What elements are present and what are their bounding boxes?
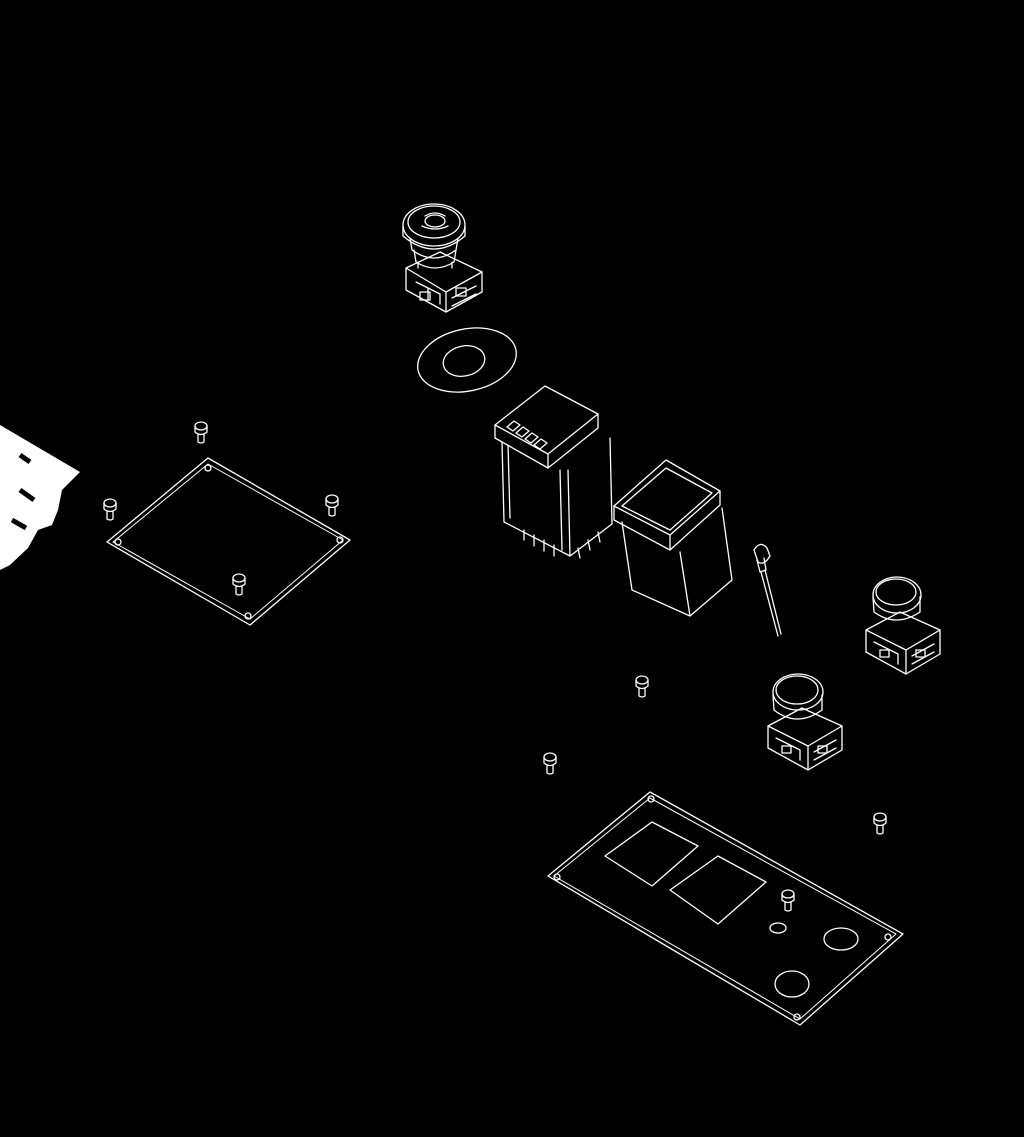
control-panel-plate [547, 791, 904, 1026]
partial-housing [0, 425, 80, 570]
screw [543, 752, 557, 775]
screw [232, 573, 246, 596]
push-button [767, 673, 843, 771]
screw [781, 889, 795, 912]
screw [325, 494, 339, 517]
screw [873, 812, 887, 835]
digital-controller [494, 385, 613, 559]
screw [194, 421, 208, 444]
small-cover-plate [106, 457, 351, 626]
temperature-probe [753, 543, 782, 637]
indicator-housing [613, 459, 733, 617]
gasket-ring [417, 327, 517, 393]
emergency-stop-button [402, 203, 483, 313]
push-button [865, 576, 941, 675]
screw [635, 675, 649, 698]
screw [103, 498, 117, 521]
